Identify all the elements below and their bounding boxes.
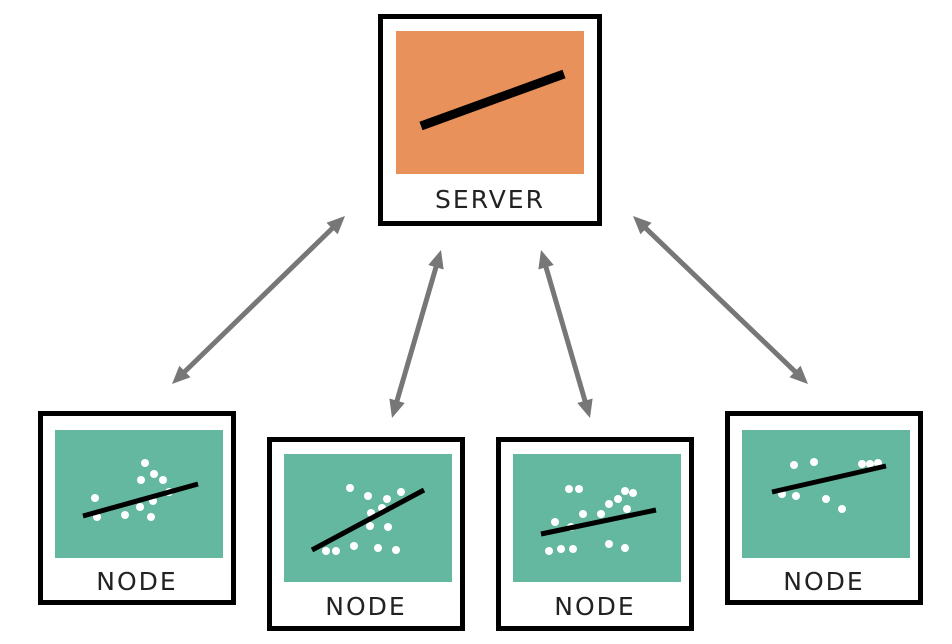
node-4-regression-line <box>771 463 887 495</box>
node-3-data-point <box>629 489 637 497</box>
node-box-4: NODE <box>725 411 923 605</box>
node-3-data-point <box>621 544 629 552</box>
node-3-data-point <box>557 545 565 553</box>
node-2-data-point <box>364 492 372 500</box>
node-3-data-point <box>579 510 587 518</box>
node-3-data-point <box>545 547 553 555</box>
node-2-data-point <box>383 495 391 503</box>
node-2-plot <box>284 454 452 582</box>
node-label: NODE <box>96 567 178 596</box>
node-3-data-panel <box>513 454 681 582</box>
node-2-data-point <box>346 484 354 492</box>
arrow-head <box>326 216 345 235</box>
connection-arrow-shaft <box>393 262 440 406</box>
node-2-data-point <box>332 547 340 555</box>
node-1-data-point <box>136 503 144 511</box>
node-3-data-point <box>597 510 605 518</box>
node-1-data-point <box>159 476 167 484</box>
node-4-data-panel <box>742 430 910 558</box>
connection-arrow-shaft <box>180 223 337 377</box>
node-3-data-point <box>621 487 629 495</box>
node-label: NODE <box>554 592 636 621</box>
server-model-panel <box>396 31 584 174</box>
node-2-data-point <box>374 544 382 552</box>
node-3-plot <box>513 454 681 582</box>
node-2-data-point <box>384 523 392 531</box>
node-1-data-panel <box>55 430 223 558</box>
node-4-plot <box>742 430 910 558</box>
arrow-head <box>789 365 808 384</box>
node-1-plot <box>55 430 223 558</box>
arrow-head <box>428 250 444 270</box>
node-3-data-point <box>614 495 622 503</box>
node-1-data-point <box>147 513 155 521</box>
node-2-regression-line <box>310 487 426 553</box>
server-regression-line <box>419 69 566 131</box>
node-4-data-point <box>792 492 800 500</box>
node-2-data-point <box>366 522 374 530</box>
node-4-data-point <box>790 461 798 469</box>
node-box-3: NODE <box>496 437 694 631</box>
arrow-head <box>172 365 191 384</box>
node-1-data-point <box>91 494 99 502</box>
node-3-data-point <box>605 500 613 508</box>
node-4-data-point <box>822 495 830 503</box>
node-3-data-point <box>569 545 577 553</box>
server-label: SERVER <box>435 185 545 214</box>
node-1-panel-bg <box>55 430 223 558</box>
arrow-head <box>577 398 593 418</box>
node-4-panel-bg <box>742 430 910 558</box>
node-box-1: NODE <box>38 411 236 605</box>
node-1-data-point <box>150 470 158 478</box>
node-3-regression-line <box>540 507 657 537</box>
node-4-data-point <box>866 460 874 468</box>
arrow-head <box>389 398 405 418</box>
node-2-data-panel <box>284 454 452 582</box>
node-label: NODE <box>325 592 407 621</box>
connection-arrow-shaft <box>641 223 800 377</box>
node-3-data-point <box>575 485 583 493</box>
node-3-data-point <box>565 485 573 493</box>
node-box-2: NODE <box>267 437 465 631</box>
node-3-data-point <box>551 518 559 526</box>
node-4-data-point <box>858 460 866 468</box>
node-2-data-point <box>322 547 330 555</box>
connection-arrow-shaft <box>542 262 589 406</box>
node-label: NODE <box>783 567 865 596</box>
node-2-data-point <box>350 542 358 550</box>
arrow-head <box>633 216 652 235</box>
node-3-panel-bg <box>513 454 681 582</box>
server-box: SERVER <box>378 14 602 226</box>
node-4-data-point <box>838 505 846 513</box>
node-3-data-point <box>623 505 631 513</box>
node-1-data-point <box>137 476 145 484</box>
node-3-data-point <box>605 540 613 548</box>
server-model-plot <box>396 31 584 174</box>
node-1-data-point <box>121 511 129 519</box>
node-1-data-point <box>141 459 149 467</box>
node-1-regression-line <box>82 481 199 519</box>
node-4-data-point <box>810 458 818 466</box>
arrow-head <box>538 250 554 270</box>
node-2-data-point <box>392 546 400 554</box>
node-2-data-point <box>397 488 405 496</box>
